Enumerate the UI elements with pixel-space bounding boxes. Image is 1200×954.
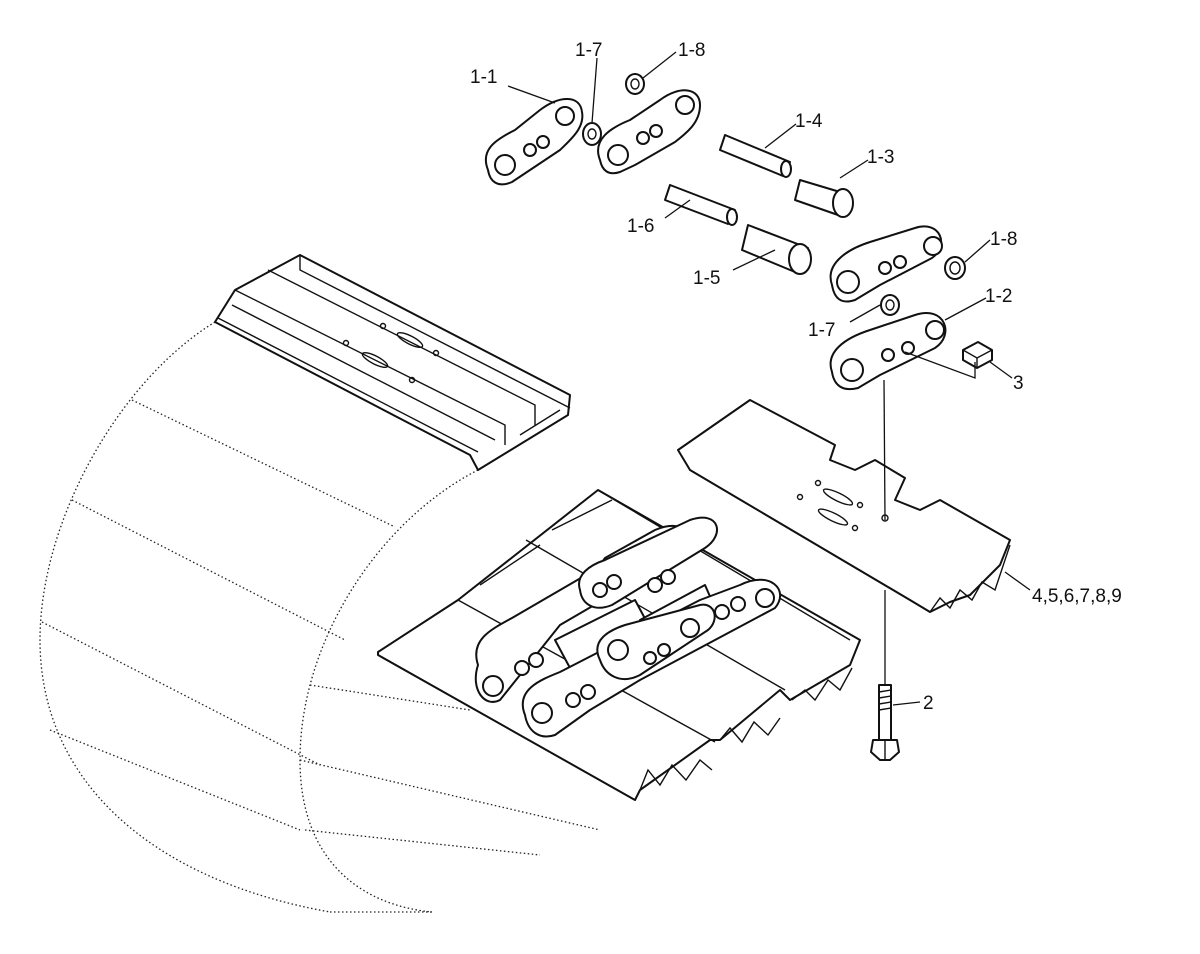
label-1-8-right: 1-8 <box>990 229 1017 250</box>
label-1-8-top: 1-8 <box>678 40 705 61</box>
part-1-2-link <box>829 312 947 391</box>
label-1-3: 1-3 <box>867 147 894 168</box>
assembly-axis-line <box>883 379 886 521</box>
part-1-3-bushing <box>794 179 854 218</box>
label-1-7-top: 1-7 <box>575 40 602 61</box>
part-1-6-pin <box>664 184 738 226</box>
label-1-5: 1-5 <box>693 268 720 289</box>
part-1-1-link <box>485 98 584 186</box>
part-1-5-bushing <box>741 224 812 275</box>
label-1-7-right: 1-7 <box>808 320 835 341</box>
part-link-right-upper <box>829 225 943 303</box>
label-1-4: 1-4 <box>795 111 823 132</box>
part-4-9-track-shoe <box>677 399 1011 613</box>
top-track-shoe <box>214 254 571 471</box>
part-1-4-pin <box>719 134 792 178</box>
label-2: 2 <box>923 693 934 714</box>
label-1-6: 1-6 <box>627 216 654 237</box>
part-1-8-seal-top <box>625 73 645 95</box>
part-3-nut <box>962 341 993 369</box>
label-1-1: 1-1 <box>470 67 497 88</box>
part-2-bolt <box>870 684 900 761</box>
part-1-7-washer-top <box>582 122 602 146</box>
part-1-7-washer-right <box>880 294 900 316</box>
track-loop <box>39 321 601 913</box>
leader-lines <box>507 51 1031 706</box>
label-3: 3 <box>1013 373 1024 394</box>
label-4-9: 4,5,6,7,8,9 <box>1032 586 1122 607</box>
part-1-1-link-mate <box>597 89 701 175</box>
label-1-2: 1-2 <box>985 286 1012 307</box>
chain-assembly <box>474 516 781 738</box>
part-1-8-seal-right <box>944 256 966 280</box>
